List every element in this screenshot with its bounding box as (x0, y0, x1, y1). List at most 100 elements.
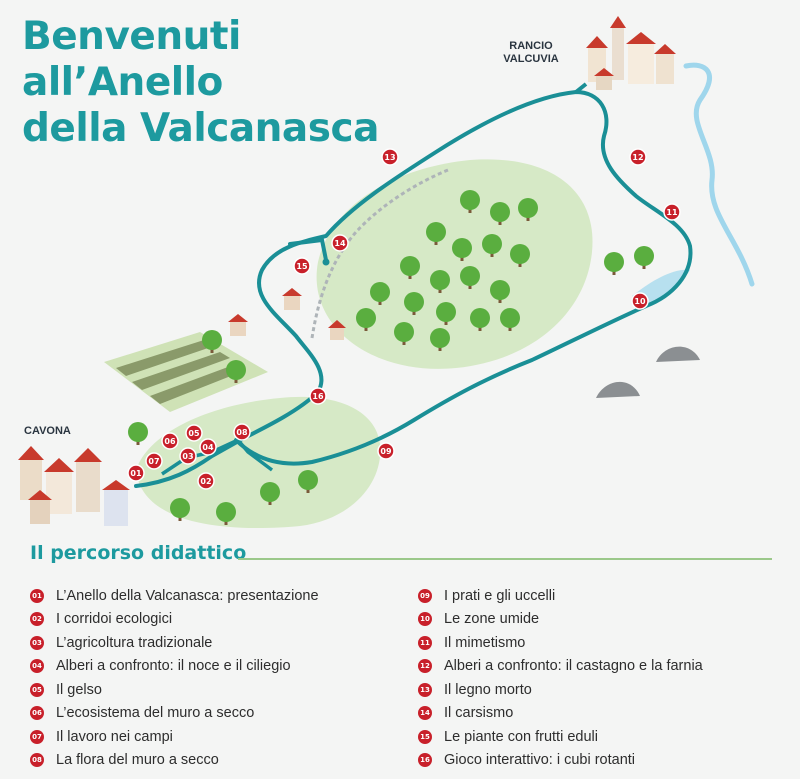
stop-marker[interactable]: 10 (631, 292, 649, 310)
stop-name: L’ecosistema del muro a secco (56, 705, 255, 722)
stop-marker[interactable]: 05 (185, 424, 203, 442)
stop-marker-number: 11 (666, 208, 678, 217)
stop-name: Il carsismo (444, 705, 514, 722)
stop-name: Alberi a confronto: il castagno e la far… (444, 658, 703, 675)
tree (634, 246, 654, 269)
tree (470, 308, 490, 331)
stop-number-badge: 13 (418, 682, 432, 697)
stop-name: Il legno morto (444, 681, 532, 698)
stop-number-badge: 07 (30, 729, 44, 744)
stop-marker[interactable]: 01 (127, 464, 145, 482)
stop-marker[interactable]: 02 (197, 472, 215, 490)
stop-list-item: 09 I prati e gli uccelli (418, 584, 703, 608)
small-house-1 (282, 288, 302, 310)
route-section-title: Il percorso didattico (30, 542, 247, 564)
stop-marker-circle (377, 442, 395, 460)
stop-marker-circle (185, 424, 203, 442)
stop-marker-number: 08 (236, 428, 248, 437)
rancio-village (586, 16, 676, 90)
stop-name: Le zone umide (444, 611, 540, 628)
stop-marker[interactable]: 15 (293, 257, 311, 275)
tree (394, 322, 414, 345)
stop-marker[interactable]: 11 (663, 203, 681, 221)
tree (460, 190, 480, 213)
tree (128, 422, 148, 445)
poster-title: Benvenuti all’Anello della Valcanasca (22, 14, 379, 152)
stop-number-badge: 12 (418, 659, 432, 674)
stop-number-badge: 11 (418, 635, 432, 650)
stop-name: Il lavoro nei campi (56, 728, 173, 745)
stop-marker[interactable]: 16 (309, 387, 327, 405)
river (683, 62, 755, 287)
stop-number-badge: 01 (30, 588, 44, 603)
stop-number-badge: 03 (30, 635, 44, 650)
stop-list-item: 13 Il legno morto (418, 678, 703, 702)
stop-name: Il gelso (56, 681, 102, 698)
stop-marker-number: 07 (148, 457, 159, 466)
cavona-village (18, 446, 130, 526)
tree (370, 282, 390, 305)
label-cavona: CAVONA (24, 425, 71, 437)
tree (482, 234, 502, 257)
stop-name: L’agricoltura tradizionale (56, 634, 213, 651)
tree (518, 198, 538, 221)
stop-marker[interactable]: 06 (161, 432, 179, 450)
stop-number-badge: 09 (418, 588, 432, 603)
stop-marker-number: 14 (334, 239, 346, 248)
stop-marker-circle (293, 257, 311, 275)
stop-number-badge: 04 (30, 659, 44, 674)
tree (260, 482, 280, 505)
label-rancio-valcuvia: RANCIO VALCUVIA (503, 40, 559, 65)
tree (604, 252, 624, 275)
tree (356, 308, 376, 331)
stop-marker[interactable]: 14 (331, 234, 349, 252)
small-house-2 (228, 314, 248, 336)
stop-marker[interactable]: 13 (381, 148, 399, 166)
tree (226, 360, 246, 383)
tree (430, 328, 450, 351)
stop-marker[interactable]: 12 (629, 148, 647, 166)
stop-list-left: 01 L’Anello della Valcanasca: presentazio… (30, 584, 319, 772)
stop-marker[interactable]: 08 (233, 423, 251, 441)
tree (430, 270, 450, 293)
stop-marker-circle (631, 292, 649, 310)
tree (404, 292, 424, 315)
title-line-3: della Valcanasca (22, 106, 379, 151)
stop-marker-number: 12 (632, 153, 643, 162)
stop-marker-number: 16 (312, 392, 324, 401)
tree (202, 330, 222, 353)
tree (436, 302, 456, 325)
stop-name: L’Anello della Valcanasca: presentazione (56, 587, 319, 604)
stop-name: Gioco interattivo: i cubi rotanti (444, 752, 636, 769)
stop-number-badge: 16 (418, 753, 432, 768)
stop-name: La flora del muro a secco (56, 752, 219, 769)
stop-marker-number: 15 (296, 262, 308, 271)
stop-marker[interactable]: 03 (179, 447, 197, 465)
tree (426, 222, 446, 245)
central-meadow (316, 159, 593, 369)
small-house-3 (328, 320, 346, 340)
tree (216, 502, 236, 525)
stop-marker-circle (197, 472, 215, 490)
stop-marker-number: 01 (130, 469, 142, 478)
stop-list-item: 07 Il lavoro nei campi (30, 725, 319, 749)
trail-to-rancio (574, 82, 588, 94)
tree (452, 238, 472, 261)
stop-marker[interactable]: 04 (199, 438, 217, 456)
tree (298, 470, 318, 493)
trail-spur (288, 237, 328, 262)
stop-name: I prati e gli uccelli (444, 587, 556, 604)
stop-marker-number: 04 (202, 443, 214, 452)
tree (490, 280, 510, 303)
stop-marker[interactable]: 09 (377, 442, 395, 460)
stop-list-item: 12 Alberi a confronto: il castagno e la f… (418, 655, 703, 679)
stop-marker-circle (161, 432, 179, 450)
stop-marker[interactable]: 07 (145, 452, 163, 470)
